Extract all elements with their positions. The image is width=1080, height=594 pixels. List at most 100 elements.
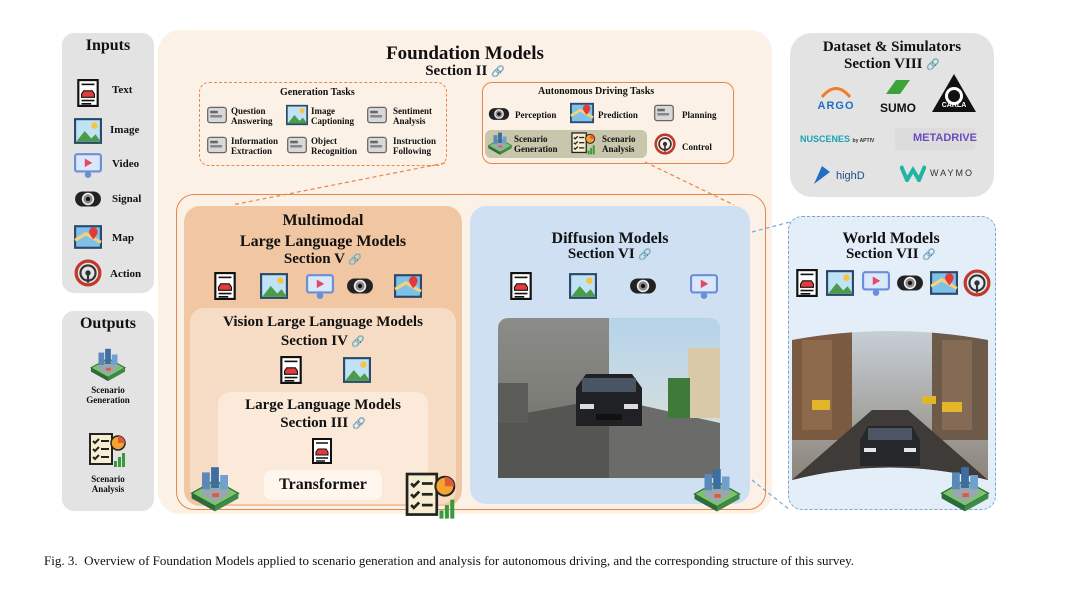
video-play-icon bbox=[74, 151, 102, 179]
task-object-recognition: Object Recognition bbox=[311, 136, 357, 156]
mllm-section: Section V 🔗 bbox=[184, 251, 462, 268]
foundation-title: Foundation Models bbox=[386, 43, 544, 64]
sentiment-analysis-icon bbox=[366, 104, 388, 126]
mllm-section-text: Section V bbox=[283, 251, 345, 267]
sumo-logo-text: SUMO bbox=[880, 101, 916, 115]
figure-caption: Fig. 3. Overview of Foundation Models ap… bbox=[44, 553, 855, 568]
input-map-label: Map bbox=[112, 232, 134, 244]
map-pin-icon bbox=[930, 269, 958, 297]
landscape-image-icon bbox=[826, 269, 854, 297]
city-block-icon bbox=[934, 462, 996, 514]
datasets-section-text: Section VIII bbox=[844, 56, 923, 72]
datasets-title: Dataset & Simulators bbox=[822, 39, 962, 55]
models-region bbox=[176, 194, 766, 510]
checklist-chart-icon bbox=[84, 431, 130, 471]
vllm-title: Vision Large Language Models bbox=[223, 314, 423, 330]
mllm-title-1: Multimodal bbox=[282, 212, 364, 229]
landscape-image-icon bbox=[74, 117, 102, 145]
planning-icon bbox=[652, 102, 676, 124]
question-answering-icon bbox=[206, 104, 228, 126]
map-pin-icon bbox=[394, 272, 422, 300]
diffusion-section-text: Section VI bbox=[567, 246, 635, 262]
outputs-panel: Outputs Scenario Generation Scenario Ana… bbox=[62, 311, 154, 511]
carla-logo-text: CARLA bbox=[941, 102, 967, 109]
llm-section: Section III 🔗 bbox=[218, 415, 428, 432]
object-recognition-icon bbox=[286, 134, 308, 156]
ad-tasks-title: Autonomous Driving Tasks bbox=[538, 86, 655, 97]
vllm-section-text: Section IV bbox=[280, 333, 348, 349]
datasets-section: Section VIII 🔗 bbox=[790, 56, 994, 73]
waymo-logo: WAYMO bbox=[899, 164, 980, 186]
task-perception: Perception bbox=[515, 110, 557, 120]
input-text-label: Text bbox=[112, 84, 133, 96]
llm-title: Large Language Models bbox=[245, 397, 401, 413]
link-icon: 🔗 bbox=[491, 66, 505, 78]
task-information-extraction: Information Extraction bbox=[231, 136, 278, 156]
highd-logo-text: highD bbox=[836, 170, 865, 182]
task-image-captioning: Image Captioning bbox=[311, 106, 355, 126]
steering-wheel-icon bbox=[74, 259, 102, 287]
metadrive-logo-text: METADRIVE bbox=[913, 132, 977, 144]
input-video-label: Video bbox=[112, 158, 140, 170]
sensor-signal-icon bbox=[74, 185, 102, 213]
foundation-section-text: Section II bbox=[425, 63, 488, 79]
output-analysis-label: Scenario Analysis bbox=[91, 474, 125, 494]
highd-logo: highD bbox=[812, 164, 870, 188]
output-generation-label: Scenario Generation bbox=[86, 385, 130, 405]
map-pin-icon bbox=[74, 223, 102, 251]
nuscenes-logo: NUSCENES by APTIV bbox=[800, 134, 874, 144]
mllm-title-2: Large Language Models bbox=[239, 233, 407, 250]
scenario-generation-icon bbox=[487, 130, 513, 156]
document-car-icon bbox=[507, 272, 535, 300]
waymo-logo-text: WAYMO bbox=[930, 168, 974, 178]
aptiv-logo-text: by APTIV bbox=[852, 138, 875, 144]
metadrive-logo: METADRIVE bbox=[895, 128, 977, 150]
carla-logo: CARLA bbox=[930, 72, 978, 114]
inputs-panel: Inputs Text Image Video Signal Map Actio… bbox=[62, 33, 154, 293]
foundation-section: Section II 🔗 bbox=[158, 63, 772, 80]
diffusion-road-image bbox=[498, 318, 720, 478]
sumo-logo: SUMO bbox=[876, 76, 920, 115]
control-icon bbox=[654, 133, 676, 155]
outputs-title: Outputs bbox=[79, 315, 137, 332]
document-car-icon bbox=[211, 272, 239, 300]
document-car-icon bbox=[277, 356, 305, 384]
task-control: Control bbox=[682, 142, 712, 152]
link-icon: 🔗 bbox=[348, 254, 363, 266]
link-icon: 🔗 bbox=[351, 336, 366, 348]
document-car-icon bbox=[793, 269, 821, 297]
world-street-image bbox=[792, 331, 988, 480]
ad-tasks-box bbox=[482, 82, 734, 164]
video-play-icon bbox=[690, 272, 718, 300]
steering-wheel-icon bbox=[963, 269, 991, 297]
video-play-icon bbox=[306, 272, 334, 300]
sensor-signal-icon bbox=[346, 272, 374, 300]
llm-section-text: Section III bbox=[280, 415, 349, 431]
link-icon: 🔗 bbox=[926, 59, 940, 71]
diffusion-title: Diffusion Models bbox=[551, 230, 669, 247]
task-question-answering: Question Answering bbox=[231, 106, 273, 126]
checklist-chart-icon bbox=[398, 470, 462, 524]
document-car-icon bbox=[309, 438, 335, 464]
inputs-title: Inputs bbox=[85, 37, 131, 54]
landscape-image-icon bbox=[343, 356, 371, 384]
task-sentiment-analysis: Sentiment Analysis bbox=[393, 106, 432, 126]
argo-logo: ARGO bbox=[812, 84, 860, 112]
instruction-following-icon bbox=[366, 134, 388, 156]
generation-tasks-title: Generation Tasks bbox=[280, 87, 355, 98]
document-car-icon bbox=[74, 79, 102, 107]
sensor-signal-icon bbox=[629, 272, 657, 300]
task-planning: Planning bbox=[682, 110, 717, 120]
city-block-icon bbox=[688, 464, 746, 514]
input-image-label: Image bbox=[110, 124, 140, 136]
input-action-label: Action bbox=[110, 268, 142, 280]
input-signal-label: Signal bbox=[112, 193, 142, 205]
nuscenes-logo-text: NUSCENES bbox=[800, 134, 851, 144]
sensor-signal-icon bbox=[896, 269, 924, 297]
link-icon: 🔗 bbox=[351, 418, 366, 430]
landscape-image-icon bbox=[260, 272, 288, 300]
scenario-tasks-highlight bbox=[485, 130, 647, 158]
task-instruction-following: Instruction Following bbox=[393, 136, 437, 156]
landscape-image-icon bbox=[569, 272, 597, 300]
city-block-icon bbox=[184, 462, 246, 514]
